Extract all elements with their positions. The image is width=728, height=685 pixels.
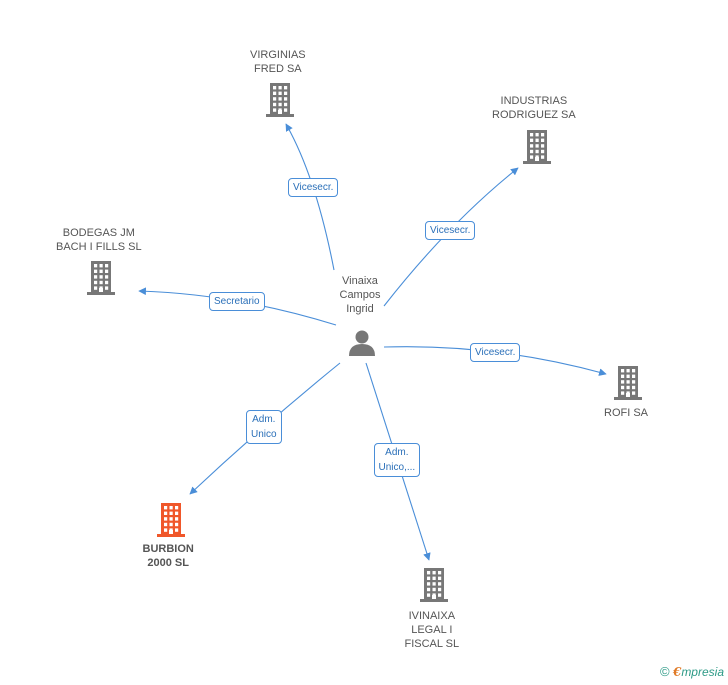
company-label-burbion-line: BURBION [142,543,194,555]
company-label-virginias-line: VIRGINIAS [250,49,306,61]
company-label-ivinaixa-line: FISCAL SL [404,638,460,650]
company-label-virginias: VIRGINIAS FRED SA [250,48,306,76]
company-label-ivinaixa-line: IVINAIXA [408,610,456,622]
company-label-bodegas-line: BACH I FILLS SL [56,241,142,253]
role-label-bodegas[interactable]: Secretario [209,291,265,311]
role-label-ivinaixa[interactable]: Adm. Unico,... [373,443,421,477]
company-label-burbion: BURBION 2000 SL [143,542,194,570]
company-label-bodegas-line: BODEGAS JM [62,227,135,239]
building-icon-virginias [266,83,294,117]
person-name-line: Campos [339,289,381,301]
company-label-ivinaixa-line: LEGAL I [411,624,453,636]
edge-to-virginias [285,123,335,271]
role-label-ivinaixa-line: Unico,... [378,462,416,473]
company-label-industrias: INDUSTRIAS RODRIGUEZ SA [492,94,576,122]
brand-name: mpresia [681,665,724,679]
building-icon-burbion [157,503,185,537]
company-label-ivinaixa: IVINAIXA LEGAL I FISCAL SL [405,609,460,651]
building-icon-rofi [614,366,642,400]
person-name-line: Ingrid [346,303,374,315]
company-label-rofi-line: ROFI SA [604,407,649,419]
company-label-virginias-line: FRED SA [253,63,302,75]
role-label-industrias[interactable]: Vicesecr. [425,220,476,240]
company-label-rofi: ROFI SA [604,406,648,420]
building-icon-bodegas [87,261,115,295]
person-name-line: Vinaixa [342,275,378,287]
role-label-virginias-line: Vicesecr. [293,181,334,193]
building-icon-ivinaixa [420,568,448,602]
company-label-bodegas: BODEGAS JM BACH I FILLS SL [56,226,142,254]
role-label-bodegas-line: Secretario [214,295,260,307]
empresia-logo-icon: € [672,665,682,679]
building-icon-industrias [523,130,551,164]
copyright-footer: © €mpresia [660,664,724,679]
role-label-burbion-line: Unico [251,429,277,440]
role-label-ivinaixa-line: Adm. [385,447,409,458]
copyright-icon: © [660,664,670,679]
person-icon [349,330,375,356]
company-label-burbion-line: 2000 SL [147,557,189,569]
company-label-industrias-line: INDUSTRIAS [500,95,568,107]
role-label-burbion-line: Adm. [252,414,276,425]
company-label-industrias-line: RODRIGUEZ SA [492,109,576,121]
role-label-virginias[interactable]: Vicesecr. [288,177,339,197]
role-label-rofi[interactable]: Vicesecr. [470,342,521,362]
role-label-burbion[interactable]: Adm. Unico [246,410,282,444]
role-label-rofi-line: Vicesecr. [475,346,516,358]
role-label-industrias-line: Vicesecr. [430,224,471,236]
